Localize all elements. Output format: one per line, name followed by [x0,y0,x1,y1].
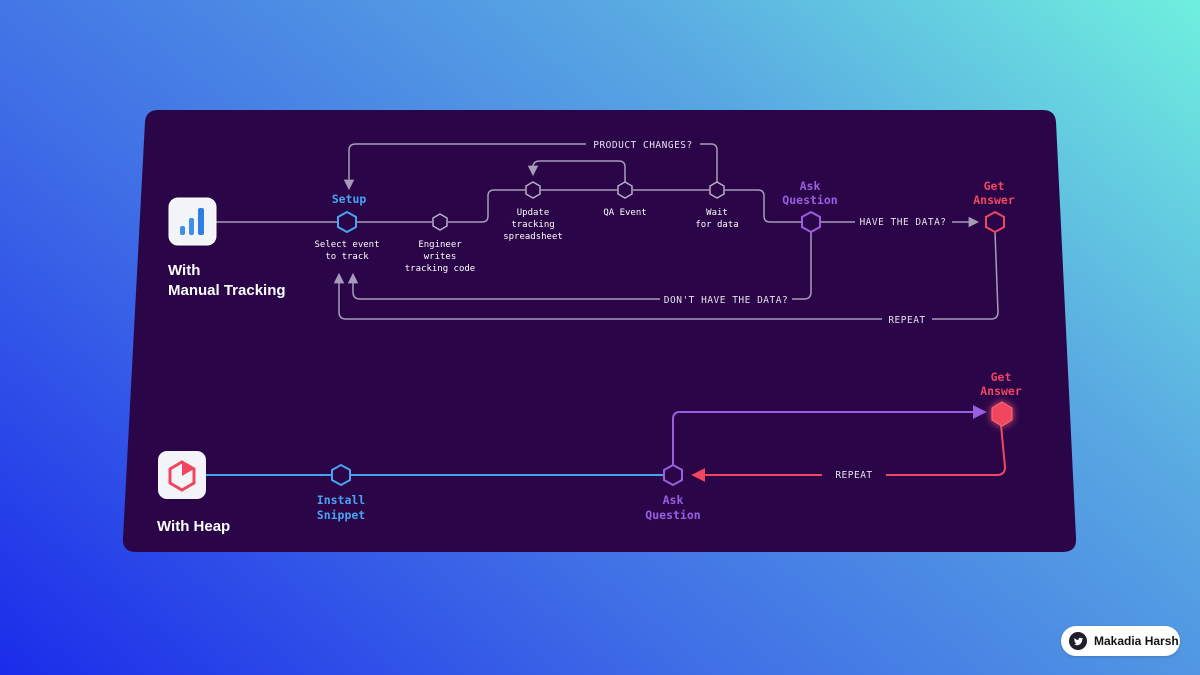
get-answer-label-2: Answer [973,193,1015,207]
heap-get-answer-label-2: Answer [980,384,1022,398]
heap-ask-label-1: Ask [663,493,684,507]
wait-node [709,181,725,199]
qa-node [617,181,633,199]
get-answer-node [985,210,1005,234]
engineer-label-2: writes [424,252,457,262]
heap-label: With Heap [157,518,230,535]
ask-label-2: Question [782,193,837,207]
update-node [525,181,541,199]
heap-nodes [331,401,1013,487]
get-answer-label-1: Get [984,179,1005,193]
author-name: Makadia Harsh [1094,634,1179,648]
qa-loop-line [527,160,626,182]
heap-ask-label-2: Question [645,508,700,522]
ask-node [801,210,821,234]
setup-node [337,210,357,234]
select-event-label-1: Select event [314,240,379,250]
repeat-line-left [333,272,882,320]
engineer-label-1: Engineer [418,240,462,250]
heap-repeat-line-right [886,424,1007,476]
diagram-panel [122,110,1077,552]
heap-logo-icon [158,451,206,499]
dont-have-line-left [347,272,660,300]
manual-label-line2: Manual Tracking [168,282,286,299]
manual-repeat-label: REPEAT [888,315,925,326]
engineer-label-3: tracking code [405,264,475,274]
update-label-1: Update [517,208,550,218]
product-changes-line-right [700,143,718,182]
wait-to-ask-line [725,189,801,223]
ask-label-1: Ask [800,179,821,193]
engineer-to-update-line [448,189,525,223]
engineer-node [432,213,448,231]
dont-have-line-right [792,231,812,300]
install-label-1: Install [317,493,366,507]
author-credit-badge[interactable]: Makadia Harsh [1061,626,1180,656]
repeat-line-right [932,231,999,320]
ask-to-get-line [672,405,987,465]
heap-repeat-label: REPEAT [835,470,872,481]
select-event-label-2: to track [325,252,369,262]
manual-label-line1: With [168,262,200,279]
bar-chart-app-icon [168,197,217,246]
qa-event-label: QA Event [603,208,646,218]
manual-tracking-flow [216,143,999,320]
setup-label: Setup [332,192,367,206]
install-node [331,463,351,487]
update-label-2: tracking [511,220,554,230]
dont-have-label: DON'T HAVE THE DATA? [664,295,788,306]
wait-label-1: Wait [706,208,728,218]
update-label-3: spreadsheet [503,232,563,242]
heap-get-answer-label-1: Get [991,370,1012,384]
twitter-bird-icon [1069,632,1087,650]
manual-nodes [337,181,1005,234]
product-changes-label: PRODUCT CHANGES? [593,140,693,151]
wait-label-2: for data [695,220,738,230]
install-label-2: Snippet [317,508,366,522]
product-changes-line-left [343,143,586,191]
heap-ask-node [663,463,683,487]
heap-flow [206,405,1007,482]
have-data-label: HAVE THE DATA? [859,217,946,228]
heap-get-answer-node [991,401,1013,427]
